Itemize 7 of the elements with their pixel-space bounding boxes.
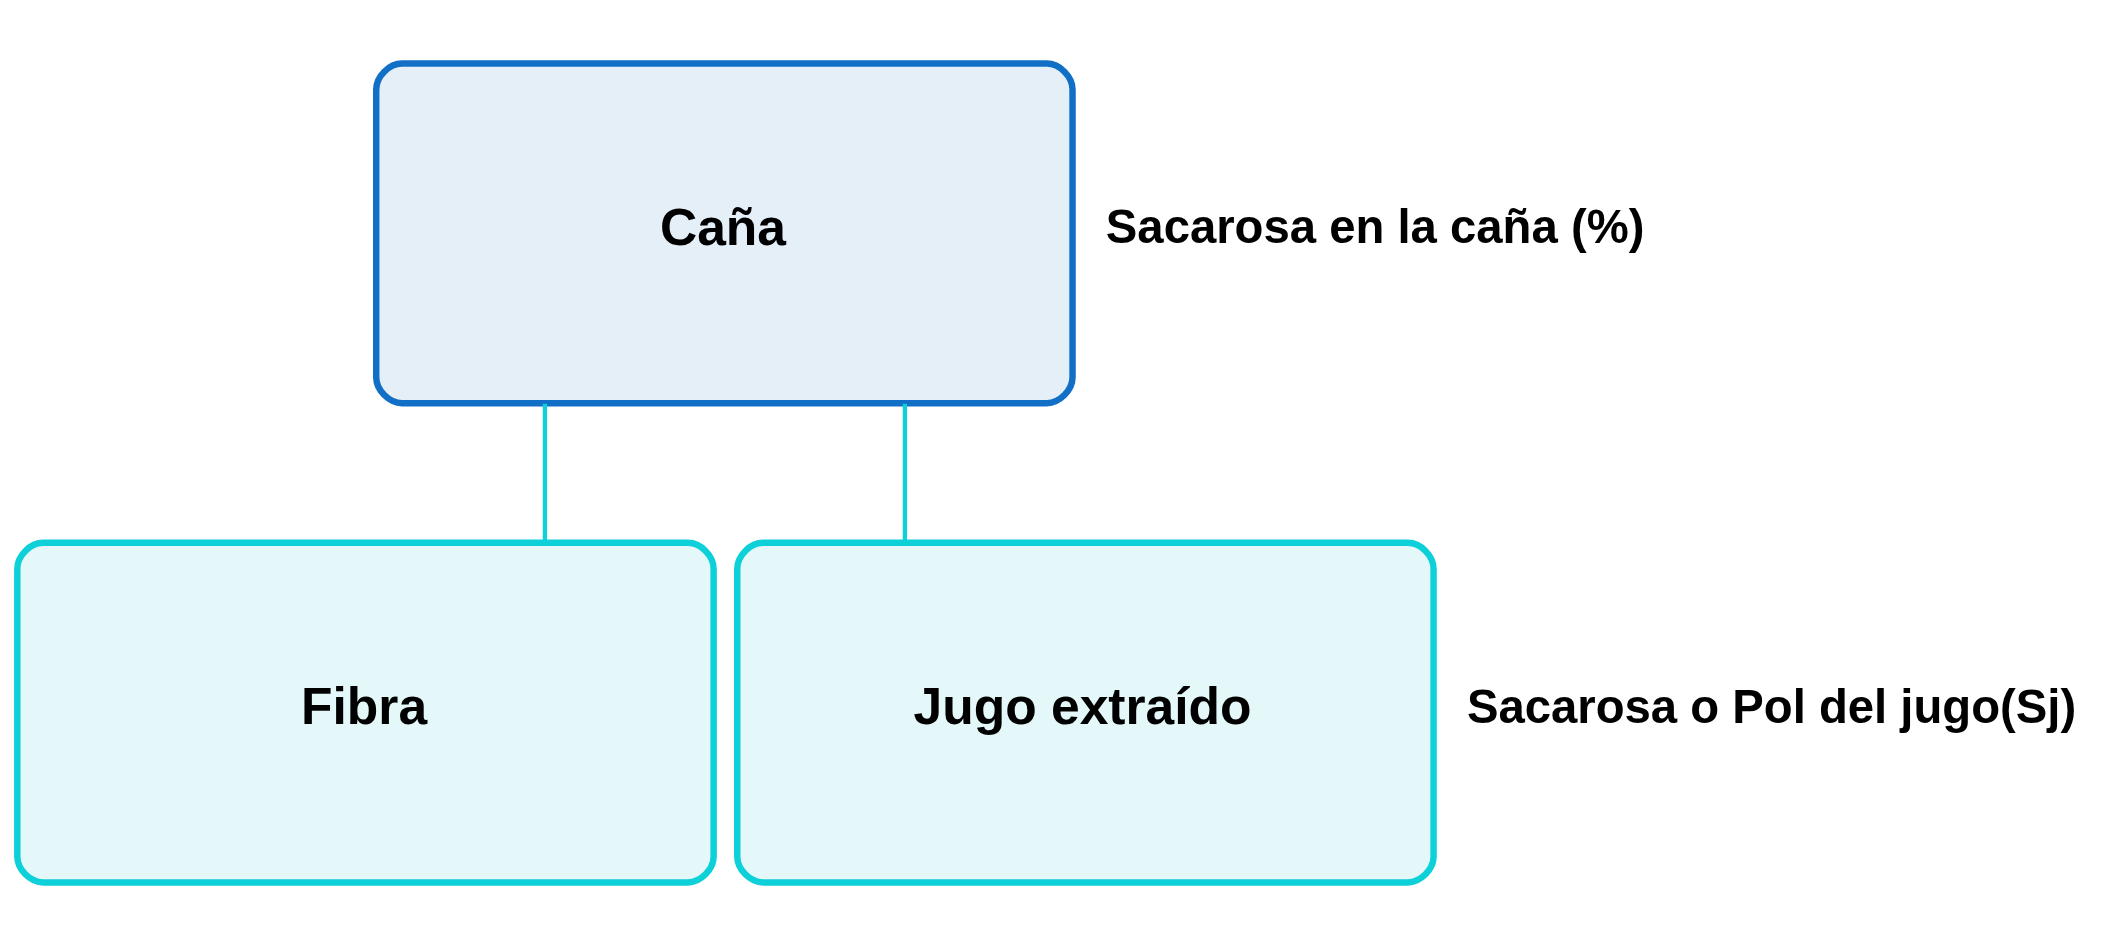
node-label: Sacarosa en la caña (%) xyxy=(1105,200,1645,254)
node-box: Caña xyxy=(373,60,1076,407)
node-box: Fibra xyxy=(14,539,717,886)
node-box: Jugo extraído xyxy=(734,539,1437,886)
connector xyxy=(902,403,908,543)
node-label: Sacarosa o Pol del jugo(Sj) xyxy=(1466,679,2077,733)
connector xyxy=(542,403,548,543)
